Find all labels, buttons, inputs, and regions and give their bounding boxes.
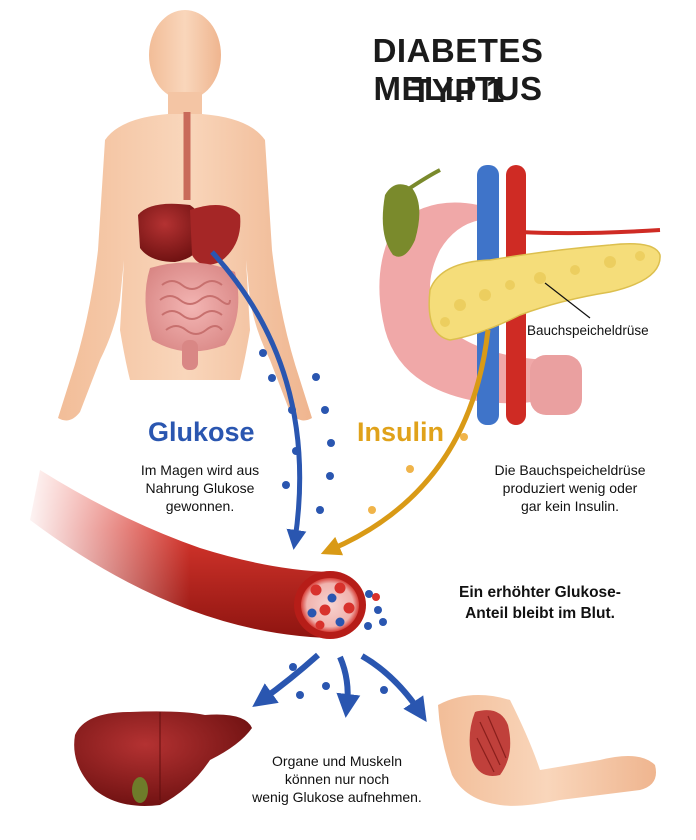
pancreas-caption-line: produziert wenig oder — [502, 480, 638, 496]
organs-caption: Organe und Muskeln können nur noch wenig… — [232, 752, 442, 806]
stomach-caption-line: Im Magen wird aus — [140, 462, 260, 478]
glucose-molecules — [259, 349, 388, 699]
pancreas-label: Bauchspeicheldrüse — [527, 323, 649, 338]
stomach-caption-line: gewonnen. — [165, 498, 235, 514]
glukose-label: Glukose — [148, 417, 255, 447]
pancreas-caption-line: Die Bauchspeicheldrüse — [494, 462, 646, 478]
organs-caption-line: wenig Glukose aufnehmen. — [252, 789, 422, 805]
insulin-arrow — [320, 329, 491, 556]
red-cell-outside — [372, 593, 380, 601]
pancreas-caption: Die Bauchspeicheldrüse produziert wenig … — [470, 461, 670, 515]
title-line-2: TYP 1 — [411, 72, 505, 109]
blood-caption: Ein erhöhter Glukose- Anteil bleibt im B… — [435, 582, 645, 624]
organs-caption-line: können nur noch — [284, 771, 390, 787]
blood-caption-line: Anteil bleibt im Blut. — [465, 605, 615, 622]
digestive-organs — [138, 203, 241, 370]
arm-illustration — [438, 695, 656, 806]
title-line-1: DIABETES MELLITUS — [372, 32, 544, 107]
pancreas-illustration — [379, 165, 661, 425]
insulin-molecules — [368, 433, 468, 514]
stomach-caption: Im Magen wird aus Nahrung Glukose gewonn… — [110, 461, 290, 515]
blood-cells — [307, 582, 355, 630]
glucose-arrow — [210, 250, 307, 550]
stomach-caption-line: Nahrung Glukose — [145, 480, 255, 496]
distribution-arrows — [252, 652, 427, 722]
liver-illustration — [74, 711, 252, 806]
insulin-label: Insulin — [357, 417, 444, 447]
pancreas-caption-line: gar kein Insulin. — [520, 498, 620, 514]
blood-caption-line: Ein erhöhter Glukose- — [459, 584, 621, 601]
organs-caption-line: Organe und Muskeln — [272, 753, 402, 769]
